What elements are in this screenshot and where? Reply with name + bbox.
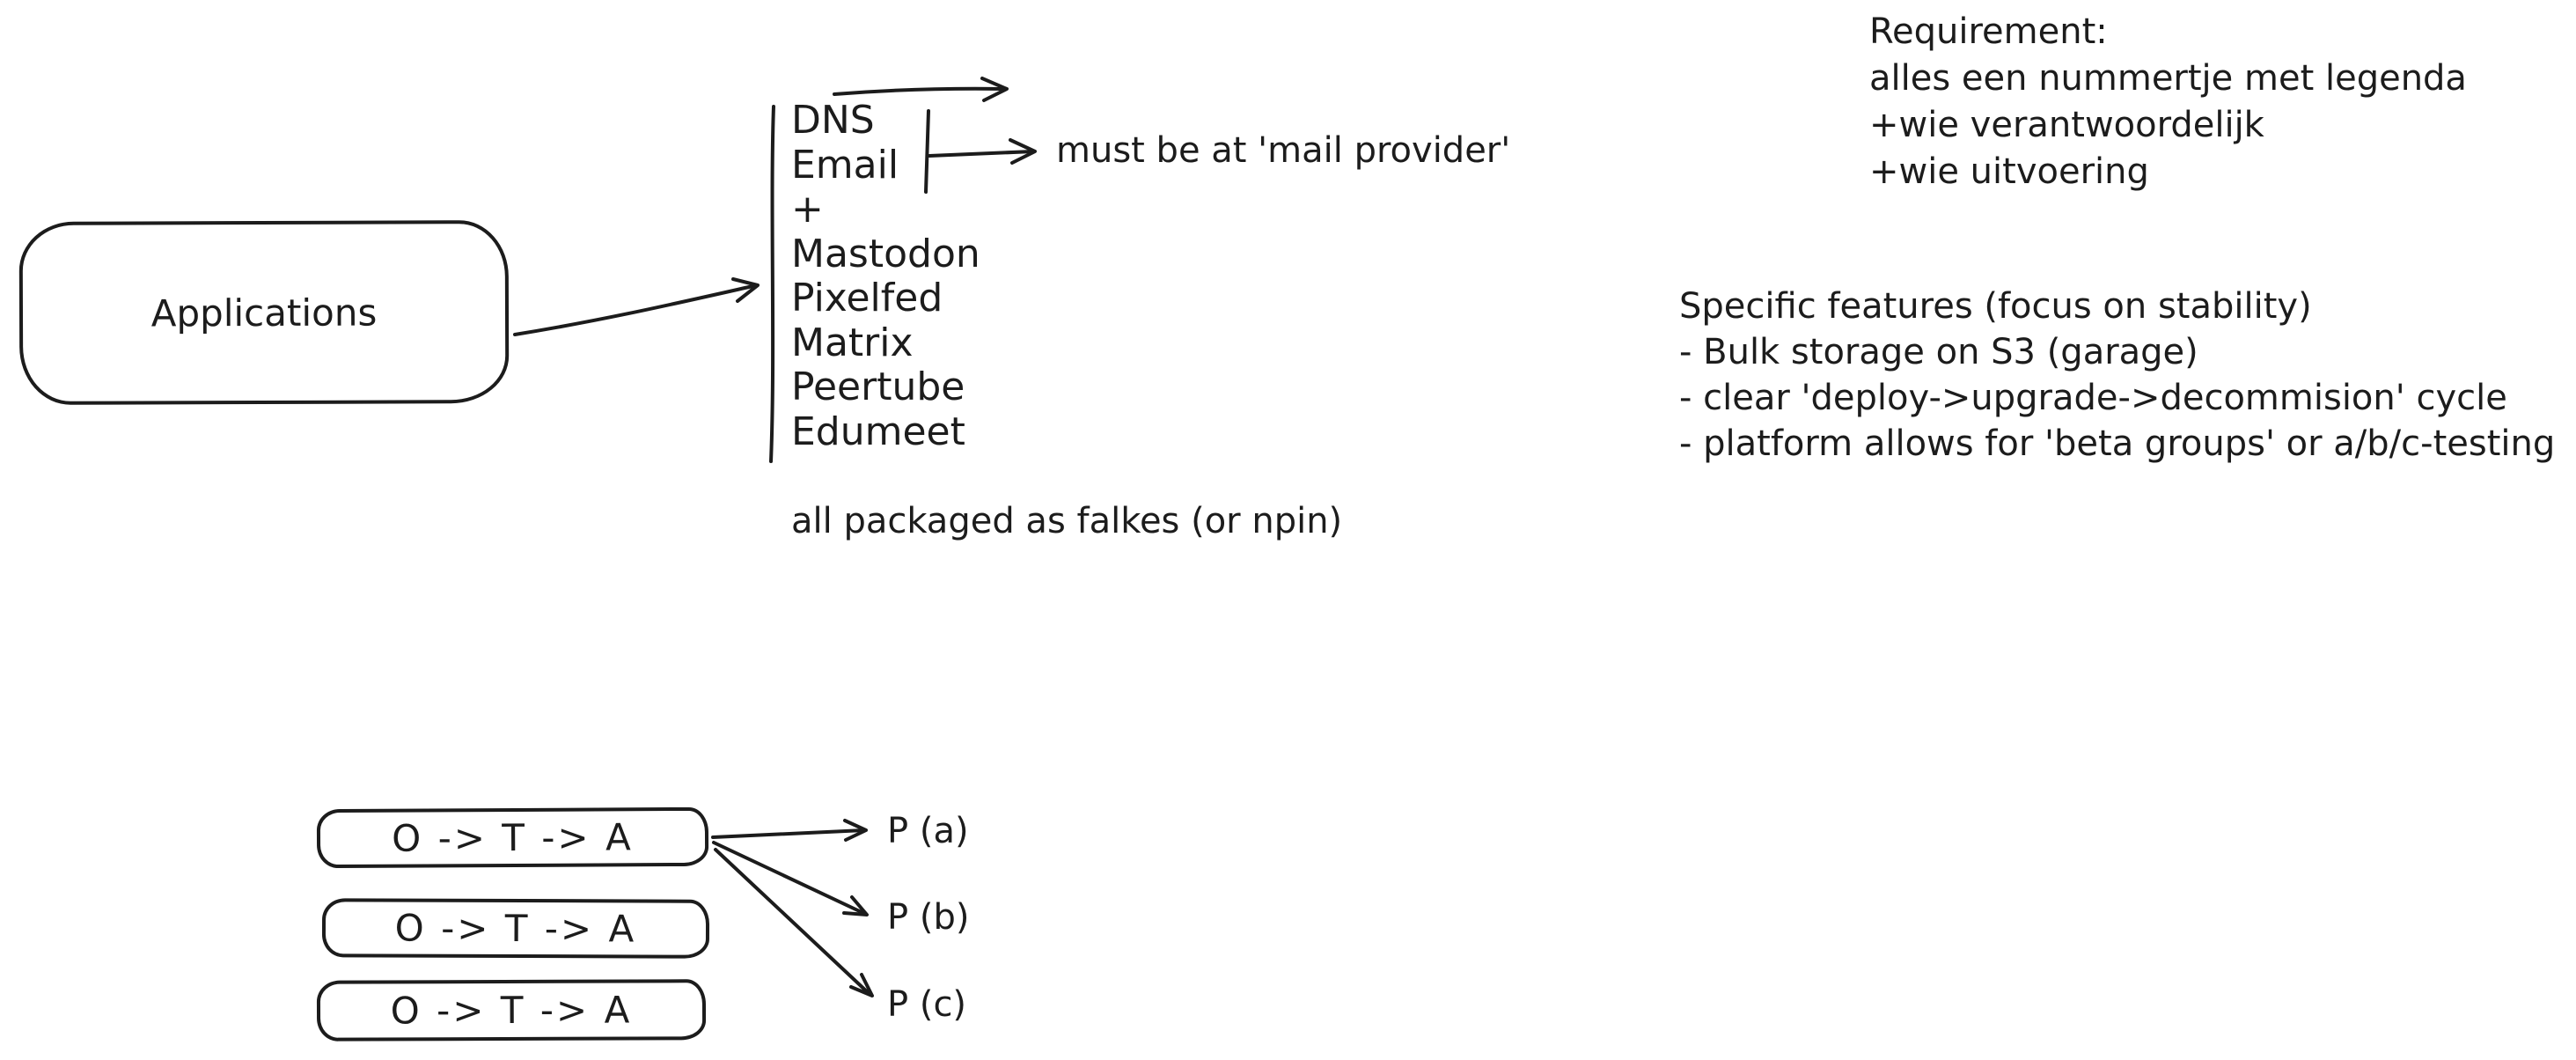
features-line-1: - Bulk storage on S3 (garage) xyxy=(1679,332,2198,372)
fan-arrow-c-head xyxy=(849,973,874,997)
pipeline-box-2-label: O -> T -> A xyxy=(394,906,637,951)
pipeline-box-1-label: O -> T -> A xyxy=(392,815,634,860)
applications-to-services-arrow-shaft xyxy=(513,283,759,336)
service-item-pixelfed: Pixelfed xyxy=(791,276,943,320)
fan-arrow-b-shaft xyxy=(712,841,867,916)
fan-arrow-b-head xyxy=(842,895,869,916)
fan-arrow-a-shaft xyxy=(711,828,866,839)
pipeline-box-3-label: O -> T -> A xyxy=(390,988,633,1033)
packaging-note: all packaged as falkes (or npin) xyxy=(791,501,1343,541)
features-line-title: Specific features (focus on stability) xyxy=(1679,286,2312,327)
features-line-2: - clear 'deploy->upgrade->decommision' c… xyxy=(1679,378,2507,418)
applications-box: Applications xyxy=(18,220,510,405)
services-bracket-line xyxy=(769,105,775,463)
pipeline-box-1: O -> T -> A xyxy=(316,806,709,869)
pipeline-target-c: P (c) xyxy=(887,984,967,1025)
requirement-line-3: +wie uitvoering xyxy=(1869,151,2149,192)
services-list: DNS Email + Mastodon Pixelfed Matrix Pee… xyxy=(791,98,980,454)
service-item-peertube: Peertube xyxy=(791,364,965,409)
pipeline-box-2: O -> T -> A xyxy=(321,898,710,959)
features-note: Specific features (focus on stability) -… xyxy=(1679,283,2555,467)
service-item-email: Email xyxy=(791,142,899,188)
applications-box-label: Applications xyxy=(150,291,378,335)
mail-provider-note: must be at 'mail provider' xyxy=(1056,130,1511,171)
requirement-line-title: Requirement: xyxy=(1869,11,2108,52)
features-line-3: - platform allows for 'beta groups' or a… xyxy=(1679,423,2556,464)
requirement-line-1: alles een nummertje met legenda xyxy=(1869,58,2467,99)
fan-arrow-a-head xyxy=(843,819,868,842)
top-arrowhead xyxy=(980,77,1009,102)
top-arrow-shaft xyxy=(833,86,1007,96)
service-item-edumeet: Edumeet xyxy=(791,409,965,454)
mail-arrowhead xyxy=(1009,138,1037,165)
service-item-matrix: Matrix xyxy=(791,320,914,365)
service-item-dns: DNS xyxy=(791,98,875,143)
applications-to-services-arrowhead xyxy=(731,277,760,303)
pipeline-target-b: P (b) xyxy=(887,897,970,938)
pipeline-target-a: P (a) xyxy=(887,811,969,851)
requirement-note: Requirement: alles een nummertje met leg… xyxy=(1869,9,2467,195)
service-item-mastodon: Mastodon xyxy=(791,231,980,276)
service-item-plus: + xyxy=(791,187,824,232)
fan-arrow-c-shaft xyxy=(714,848,872,997)
pipeline-box-3: O -> T -> A xyxy=(316,979,707,1042)
requirement-line-2: +wie verantwoordelijk xyxy=(1869,105,2264,145)
